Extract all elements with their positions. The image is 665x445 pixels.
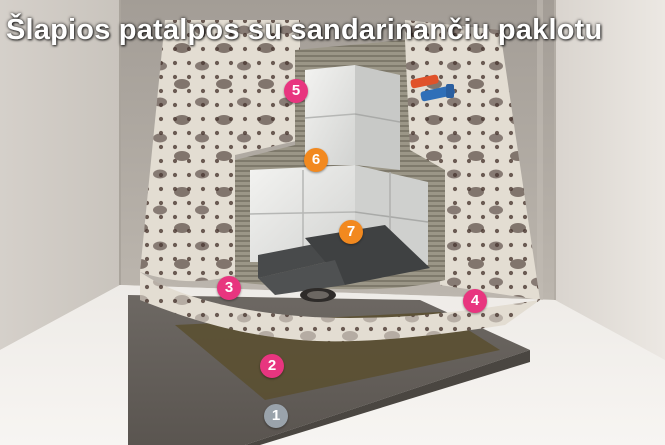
- callout-2: 2: [260, 354, 284, 378]
- callout-6: 6: [304, 148, 328, 172]
- callout-1: 1: [264, 404, 288, 428]
- callout-5: 5: [284, 79, 308, 103]
- pipe-icon: [410, 74, 455, 102]
- callout-4: 4: [463, 289, 487, 313]
- page-title: Šlapios patalpos su sandarinančiu paklot…: [6, 14, 603, 46]
- callout-3: 3: [217, 276, 241, 300]
- callout-7: 7: [339, 220, 363, 244]
